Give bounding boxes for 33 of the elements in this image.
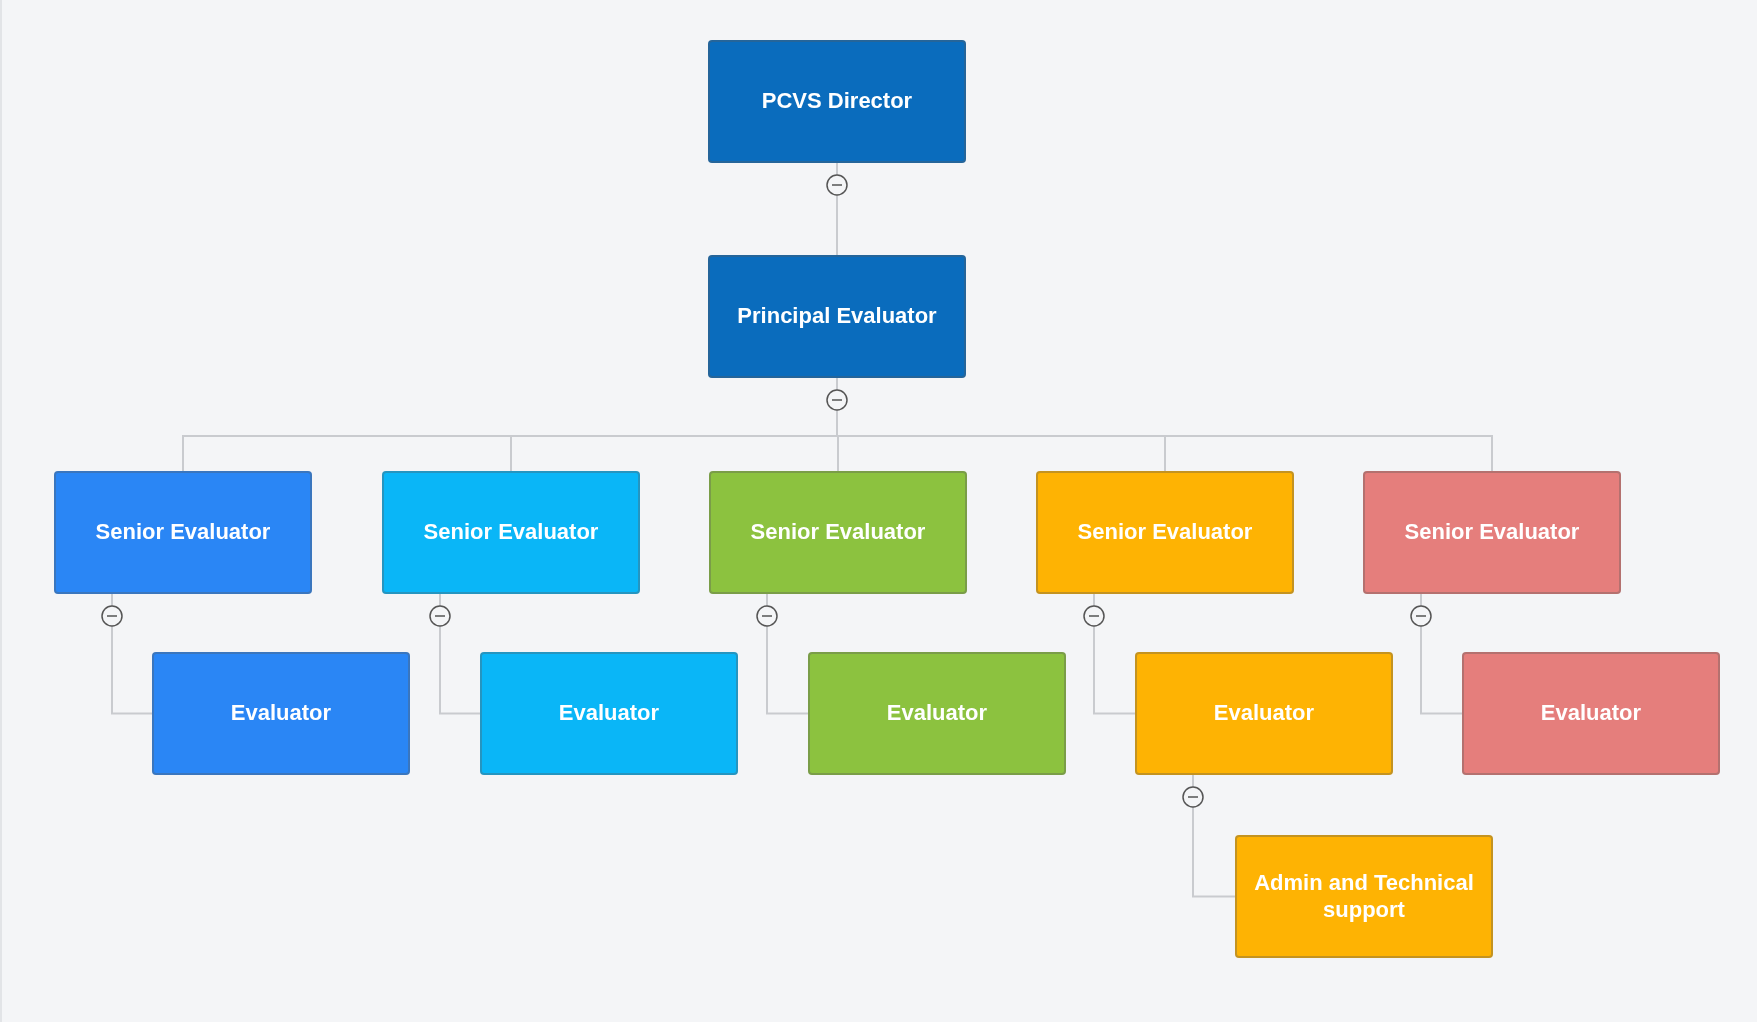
- connector-line: [1192, 774, 1236, 898]
- role-label: PCVS Director: [761, 88, 913, 115]
- org-box: [1135, 652, 1393, 775]
- org-box: [54, 471, 312, 594]
- connector-line: [1093, 593, 1136, 715]
- role-label: Evaluator: [1213, 700, 1315, 727]
- role-label: Evaluator: [558, 700, 660, 727]
- connector-line: [766, 593, 809, 715]
- org-box: [382, 471, 640, 594]
- org-box: [1036, 471, 1294, 594]
- connector-line: [1420, 593, 1463, 715]
- role-label: Evaluator: [230, 700, 332, 727]
- connector-line: [439, 593, 481, 715]
- role-label: Evaluator: [886, 700, 988, 727]
- role-label: Principal Evaluator: [737, 303, 937, 330]
- org-box: [152, 652, 410, 775]
- role-label: Evaluator: [1540, 700, 1642, 727]
- org-box: [1462, 652, 1720, 775]
- org-box: [709, 471, 967, 594]
- org-box: [708, 40, 966, 163]
- org-box: [708, 255, 966, 378]
- connector-line: [111, 593, 153, 715]
- role-label: Senior Evaluator: [1077, 519, 1253, 546]
- connector-line: [836, 162, 838, 256]
- org-box: [1235, 835, 1493, 958]
- role-label: Admin and Technical support: [1253, 870, 1475, 923]
- org-box: [480, 652, 738, 775]
- org-box: [1363, 471, 1621, 594]
- role-label: Senior Evaluator: [95, 519, 271, 546]
- role-label: Senior Evaluator: [423, 519, 599, 546]
- role-label: Senior Evaluator: [750, 519, 926, 546]
- role-label: Senior Evaluator: [1404, 519, 1580, 546]
- org-box: [808, 652, 1066, 775]
